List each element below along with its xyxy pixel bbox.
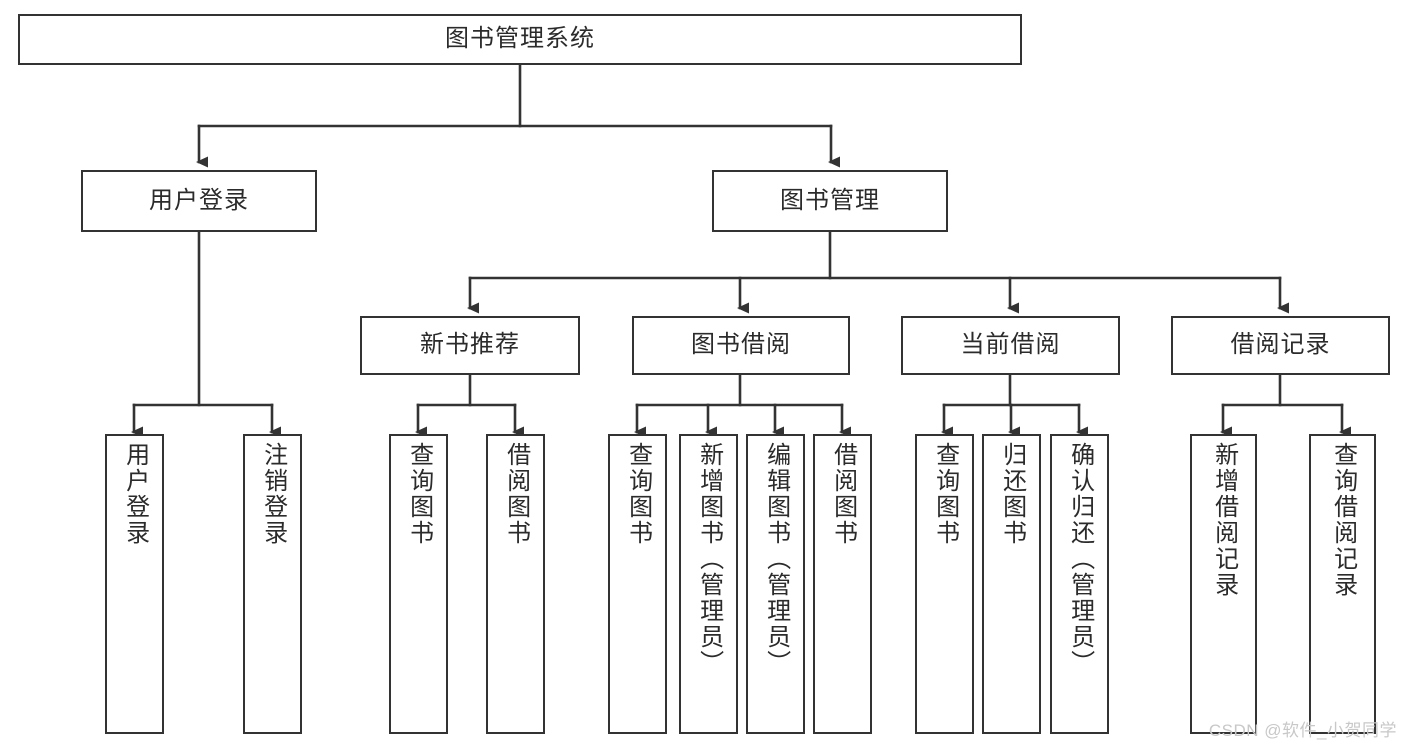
node-borrow-record[interactable]: 借阅记录 bbox=[1171, 316, 1390, 375]
node-label: 借阅图书 bbox=[829, 442, 857, 546]
node-label: 图书管理系统 bbox=[445, 25, 595, 53]
leaf-current-borrow-confirm-return[interactable]: 确认归还（管理员） bbox=[1050, 434, 1109, 734]
node-book-management[interactable]: 图书管理 bbox=[712, 170, 948, 232]
node-label: 归还图书 bbox=[998, 442, 1026, 546]
node-new-book-recommend[interactable]: 新书推荐 bbox=[360, 316, 580, 375]
node-label: 确认归还（管理员） bbox=[1066, 442, 1094, 676]
node-label: 用户登录 bbox=[121, 442, 149, 546]
node-label: 注销登录 bbox=[259, 442, 287, 546]
node-label: 当前借阅 bbox=[960, 331, 1061, 359]
node-label: 新增图书（管理员） bbox=[695, 442, 723, 676]
leaf-current-borrow-query[interactable]: 查询图书 bbox=[915, 434, 974, 734]
node-current-borrow[interactable]: 当前借阅 bbox=[901, 316, 1120, 375]
leaf-book-borrow-edit[interactable]: 编辑图书（管理员） bbox=[746, 434, 805, 734]
node-label: 图书借阅 bbox=[691, 331, 791, 359]
node-label: 查询图书 bbox=[931, 442, 959, 546]
leaf-borrow-record-query[interactable]: 查询借阅记录 bbox=[1309, 434, 1376, 734]
node-label: 图书管理 bbox=[780, 186, 880, 214]
node-user-login[interactable]: 用户登录 bbox=[81, 170, 317, 232]
leaf-book-borrow-borrow[interactable]: 借阅图书 bbox=[813, 434, 872, 734]
node-label: 新增借阅记录 bbox=[1210, 442, 1238, 598]
leaf-book-borrow-query[interactable]: 查询图书 bbox=[608, 434, 667, 734]
node-label: 用户登录 bbox=[149, 186, 249, 214]
leaf-new-book-query[interactable]: 查询图书 bbox=[389, 434, 448, 734]
node-label: 编辑图书（管理员） bbox=[762, 442, 790, 676]
node-book-borrow[interactable]: 图书借阅 bbox=[632, 316, 850, 375]
node-label: 借阅记录 bbox=[1230, 331, 1331, 359]
node-root-system[interactable]: 图书管理系统 bbox=[18, 14, 1022, 65]
node-label: 新书推荐 bbox=[420, 331, 520, 359]
node-label: 查询图书 bbox=[624, 442, 652, 546]
leaf-book-borrow-add[interactable]: 新增图书（管理员） bbox=[679, 434, 738, 734]
leaf-user-login-login[interactable]: 用户登录 bbox=[105, 434, 164, 734]
leaf-current-borrow-return[interactable]: 归还图书 bbox=[982, 434, 1041, 734]
leaf-user-login-logout[interactable]: 注销登录 bbox=[243, 434, 302, 734]
leaf-new-book-borrow[interactable]: 借阅图书 bbox=[486, 434, 545, 734]
node-label: 查询图书 bbox=[405, 442, 433, 546]
node-label: 借阅图书 bbox=[502, 442, 530, 546]
node-label: 查询借阅记录 bbox=[1329, 442, 1357, 598]
leaf-borrow-record-add[interactable]: 新增借阅记录 bbox=[1190, 434, 1257, 734]
